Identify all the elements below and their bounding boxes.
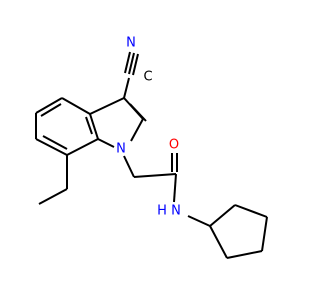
benzene-c7a-c3a-double-inner	[85, 116, 93, 135]
carbonyl-to-amide-n-bond	[173, 173, 177, 203]
molecule-canvas: N C N O N H	[35, 35, 268, 259]
nitrile-triple-bond-right	[132, 53, 139, 76]
cyclopentyl-bond-2	[234, 204, 268, 218]
ring-c7a-c3a-bond	[89, 113, 99, 140]
atom-labels: N C N O N H	[116, 36, 181, 219]
cyclopentyl-bond-5	[209, 225, 228, 259]
benzene-c6-c7-double-inner	[42, 135, 68, 150]
nitrile-carbon-label: C	[143, 70, 152, 85]
molecule-structure: N C N O N H	[35, 36, 268, 259]
amide-n-cyclopentyl-bond	[187, 215, 211, 227]
amide-hydrogen-label: H	[157, 204, 167, 219]
carbonyl-oxygen-label: O	[169, 138, 179, 153]
nitrile-triple-bond-center	[128, 52, 135, 75]
benzene-c4-c5-double-inner	[40, 103, 62, 117]
nitrile-to-ring-bond	[123, 77, 130, 99]
ring-c2-n1-bond	[130, 118, 144, 142]
benzene-c6-c7-bond	[35, 138, 68, 156]
ring-n1-c7a-bond	[97, 138, 115, 148]
amide-nitrogen-label: N	[171, 204, 181, 219]
bonds	[35, 51, 268, 259]
ring-c2-c3-double-inner	[129, 103, 147, 122]
nitrile-triple-bond-left	[124, 51, 131, 74]
cyclopentyl-bond-1	[209, 204, 236, 227]
ring-nitrogen-label: N	[116, 142, 126, 157]
benzene-c7-c7a-bond	[66, 138, 99, 156]
cyclopentyl-bond-3	[261, 216, 268, 252]
ring-c3a-c3-bond	[89, 97, 125, 115]
ch2-carbonyl-bond	[133, 173, 177, 178]
n1-ch2-bond	[123, 155, 135, 178]
benzene-c3a-c4-bond	[61, 97, 91, 115]
ethyl-ch2-ch3-bond	[38, 188, 68, 205]
nitrile-nitrogen-label: N	[126, 36, 136, 51]
benzene-c4-c5-bond	[35, 97, 63, 114]
cyclopentyl-bond-4	[226, 250, 263, 259]
